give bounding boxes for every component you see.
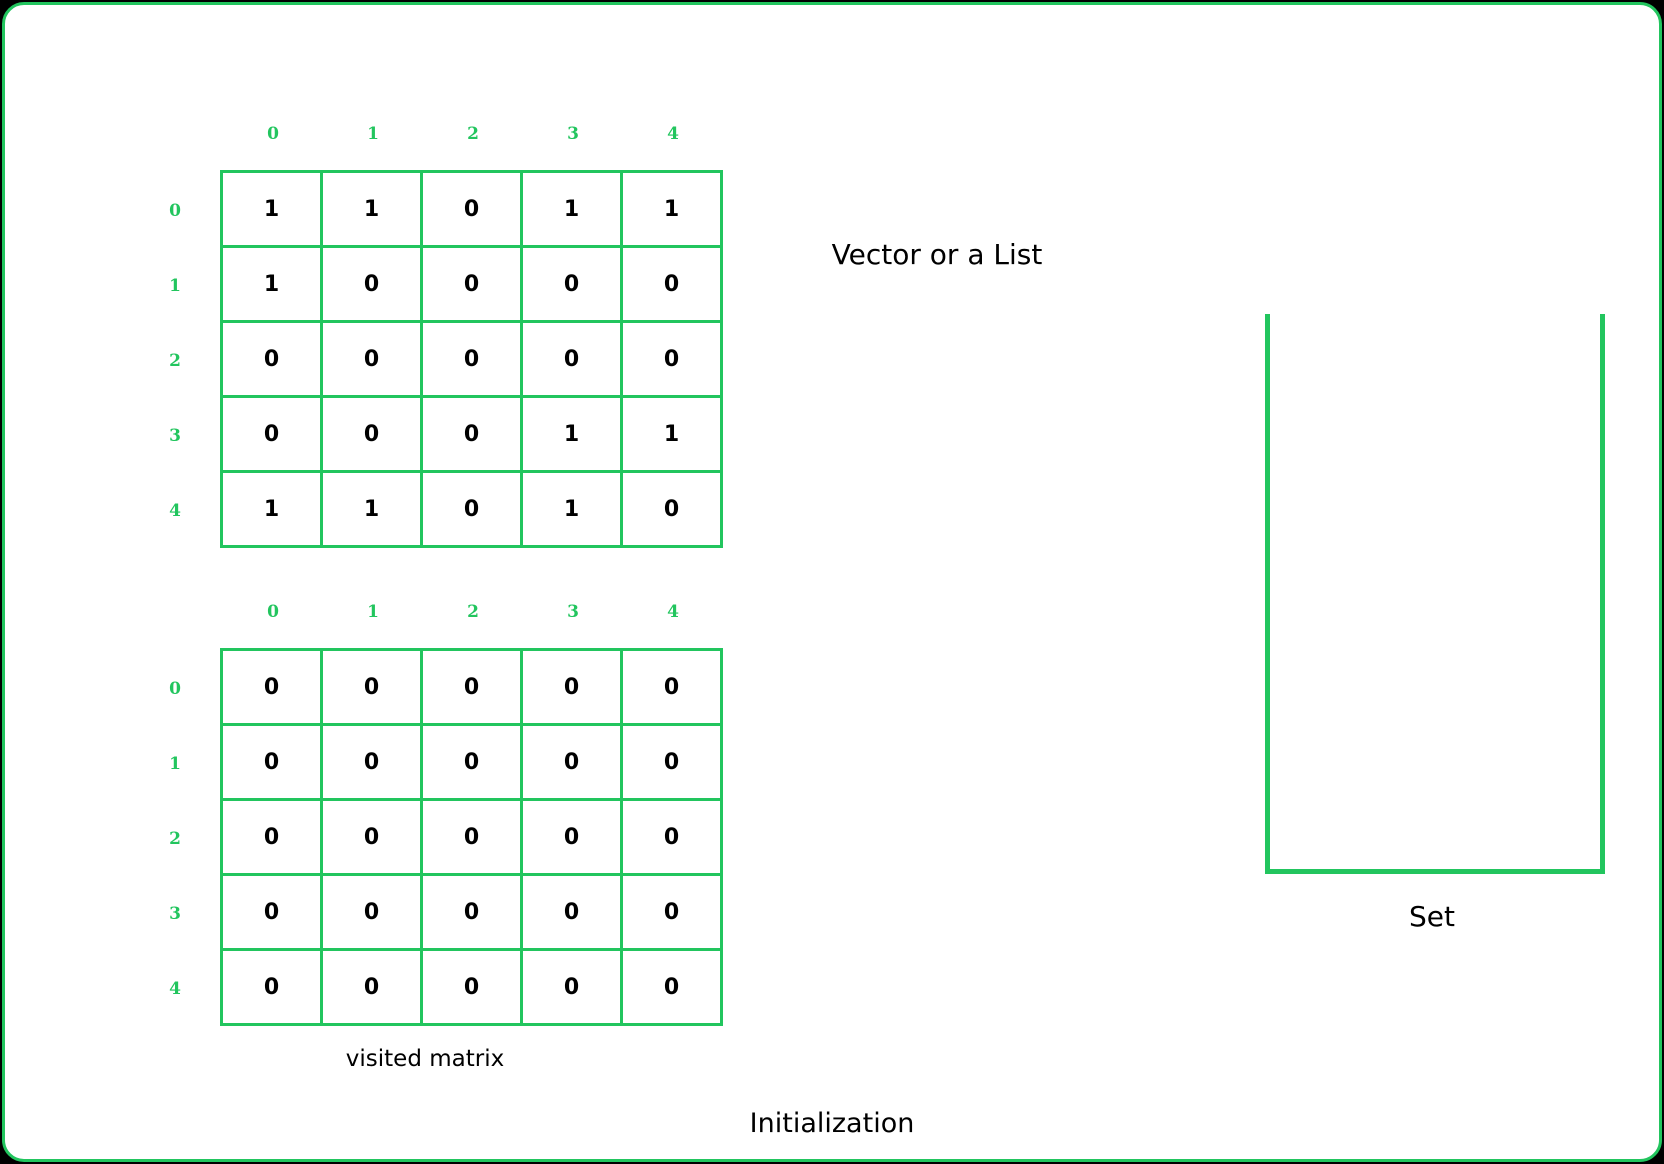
matrix-cell-r1-c0: 1 (223, 248, 323, 323)
visited-cell-r4-c3: 0 (523, 951, 623, 1026)
visited-row-index: 4 (169, 978, 181, 999)
matrix-cell-r3-c3: 1 (523, 398, 623, 473)
visited-cell-r0-c1: 0 (323, 651, 423, 726)
visited-cell-r2-c2: 0 (423, 801, 523, 876)
visited-cell-r0-c2: 0 (423, 651, 523, 726)
visited-cell-r1-c4: 0 (623, 726, 723, 801)
matrix-row-index: 2 (169, 350, 181, 371)
visited-cell-r0-c3: 0 (523, 651, 623, 726)
visited-cell-r2-c1: 0 (323, 801, 423, 876)
set-container (1265, 314, 1605, 874)
visited-cell-r1-c3: 0 (523, 726, 623, 801)
visited-cell-r2-c0: 0 (223, 801, 323, 876)
visited-row-index: 3 (169, 903, 181, 924)
matrix-cell-r4-c3: 1 (523, 473, 623, 548)
matrix-cell-r3-c0: 0 (223, 398, 323, 473)
visited-matrix-caption: visited matrix (345, 1046, 505, 1072)
visited-cell-r4-c1: 0 (323, 951, 423, 1026)
matrix-cell-r2-c4: 0 (623, 323, 723, 398)
matrix-cell-r2-c2: 0 (423, 323, 523, 398)
matrix-cell-r0-c0: 1 (223, 173, 323, 248)
matrix-cell-r4-c4: 0 (623, 473, 723, 548)
matrix-col-index: 3 (567, 124, 579, 144)
visited-col-index: 0 (267, 602, 279, 622)
diagram-title: Initialization (749, 1108, 915, 1139)
matrix-cell-r1-c3: 0 (523, 248, 623, 323)
visited-row-index: 1 (169, 753, 181, 774)
visited-cell-r1-c0: 0 (223, 726, 323, 801)
visited-row-index: 2 (169, 828, 181, 849)
matrix-cell-r2-c0: 0 (223, 323, 323, 398)
matrix-cell-r2-c3: 0 (523, 323, 623, 398)
matrix-cell-r4-c2: 0 (423, 473, 523, 548)
matrix-cell-r0-c3: 1 (523, 173, 623, 248)
visited-cell-r3-c0: 0 (223, 876, 323, 951)
visited-cell-r3-c2: 0 (423, 876, 523, 951)
visited-cell-r3-c1: 0 (323, 876, 423, 951)
matrix-col-index: 0 (267, 124, 279, 144)
visited-cell-r0-c0: 0 (223, 651, 323, 726)
matrix-cell-r1-c1: 0 (323, 248, 423, 323)
matrix-row-index: 4 (169, 500, 181, 521)
matrix-cell-r2-c1: 0 (323, 323, 423, 398)
visited-cell-r4-c2: 0 (423, 951, 523, 1026)
matrix-row-index: 0 (169, 200, 181, 221)
matrix-cell-r3-c1: 0 (323, 398, 423, 473)
matrix-cell-r0-c4: 1 (623, 173, 723, 248)
matrix-row-index: 3 (169, 425, 181, 446)
matrix-cell-r1-c2: 0 (423, 248, 523, 323)
visited-cell-r4-c0: 0 (223, 951, 323, 1026)
set-label: Set (1409, 900, 1455, 933)
matrix-row-index: 1 (169, 275, 181, 296)
visited-col-index: 2 (467, 602, 479, 622)
matrix-cell-r0-c2: 0 (423, 173, 523, 248)
matrix-col-index: 2 (467, 124, 479, 144)
visited-row-index: 0 (169, 678, 181, 699)
visited-cell-r3-c3: 0 (523, 876, 623, 951)
matrix-cell-r3-c4: 1 (623, 398, 723, 473)
matrix-col-index: 4 (667, 124, 679, 144)
visited-cell-r3-c4: 0 (623, 876, 723, 951)
matrix-cell-r1-c4: 0 (623, 248, 723, 323)
visited-cell-r2-c3: 0 (523, 801, 623, 876)
matrix-cell-r4-c1: 1 (323, 473, 423, 548)
visited-col-index: 3 (567, 602, 579, 622)
visited-cell-r0-c4: 0 (623, 651, 723, 726)
visited-cell-r4-c4: 0 (623, 951, 723, 1026)
matrix-cell-r3-c2: 0 (423, 398, 523, 473)
visited-cell-r2-c4: 0 (623, 801, 723, 876)
visited-cell-r1-c1: 0 (323, 726, 423, 801)
matrix-cell-r4-c0: 1 (223, 473, 323, 548)
vector-label: Vector or a List (831, 238, 1043, 271)
visited-col-index: 4 (667, 602, 679, 622)
matrix-col-index: 1 (367, 124, 379, 144)
matrix-cell-r0-c1: 1 (323, 173, 423, 248)
visited-cell-r1-c2: 0 (423, 726, 523, 801)
visited-col-index: 1 (367, 602, 379, 622)
